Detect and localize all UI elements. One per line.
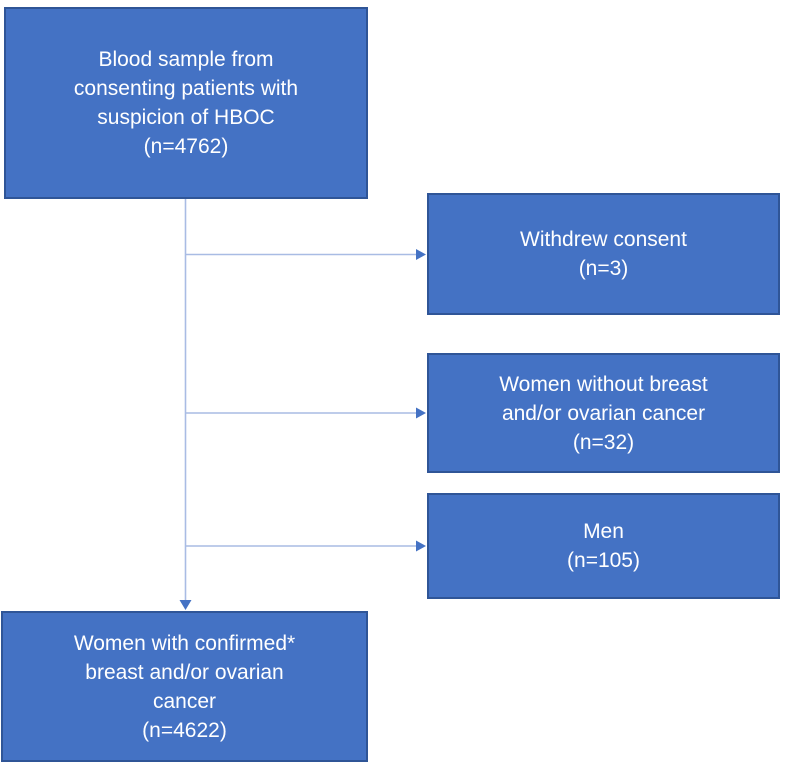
box-count-label: (n=3) (578, 257, 629, 280)
box-text-line: and/or ovarian cancer (501, 401, 706, 425)
box-women-without-cancer: Women without breast and/or ovarian canc… (427, 353, 780, 473)
box-text-line: suspicion of HBOC (97, 106, 275, 129)
box-text-line: cancer (152, 689, 217, 713)
box-text-line: Blood sample from (98, 48, 274, 71)
box-count-label: (n=105) (567, 549, 640, 572)
box-men: Men (n=105) (427, 493, 780, 599)
box-withdrew-consent: Withdrew consent (n=3) (427, 193, 780, 315)
arrow-right-icon (416, 249, 426, 260)
box-text-line: consenting patients with (73, 77, 299, 100)
box-text-line: Men (583, 520, 624, 543)
arrow-down-icon (179, 600, 192, 610)
box-count-label: (n=32) (572, 430, 635, 454)
box-count-label: (n=4622) (142, 718, 227, 742)
box-text-line: Withdrew consent (520, 228, 687, 251)
box-text-line: breast and/or ovarian (85, 660, 284, 684)
arrow-right-icon (416, 540, 426, 552)
box-count-label: (n=4762) (143, 135, 229, 158)
box-women-confirmed-cancer: Women with confirmed* breast and/or ovar… (1, 611, 368, 762)
box-text-line: Women without breast (499, 372, 708, 396)
arrow-right-icon (416, 407, 426, 419)
box-text-line: Women with confirmed* (73, 631, 296, 655)
box-blood-sample-source: Blood sample from consenting patients wi… (4, 7, 368, 199)
